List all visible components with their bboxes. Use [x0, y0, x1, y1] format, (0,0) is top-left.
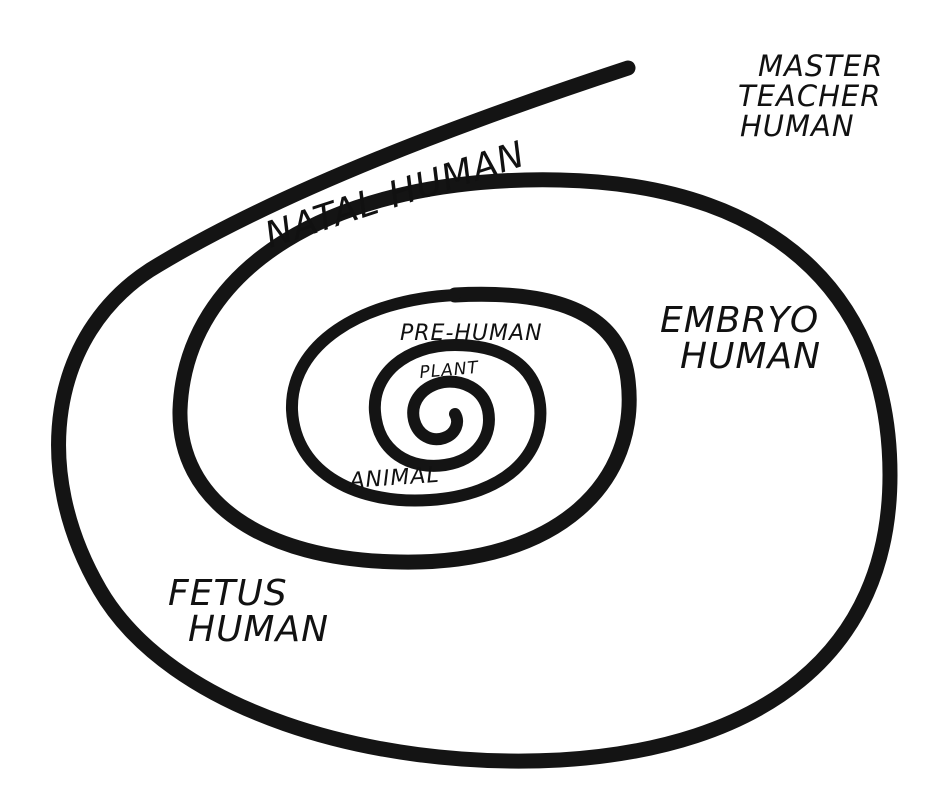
- spiral-path: [51, 60, 898, 769]
- fetus-human-label-line1: FETUS: [168, 573, 288, 614]
- master-teacher-label-line3: HUMAN: [740, 109, 855, 143]
- spiral-path-inner: [285, 289, 547, 507]
- fetus-human-label-line2: HUMAN: [188, 609, 329, 650]
- embryo-human-label-line2: HUMAN: [680, 336, 821, 377]
- embryo-human-label-line1: EMBRYO: [660, 300, 819, 341]
- master-teacher-label-line2: TEACHER: [738, 79, 881, 113]
- animal-label: ANIMAL: [347, 463, 441, 494]
- plant-label: PLANT: [419, 358, 481, 383]
- master-teacher-label-line1: MASTER: [758, 49, 883, 83]
- pre-human-label: PRE-HUMAN: [400, 321, 543, 346]
